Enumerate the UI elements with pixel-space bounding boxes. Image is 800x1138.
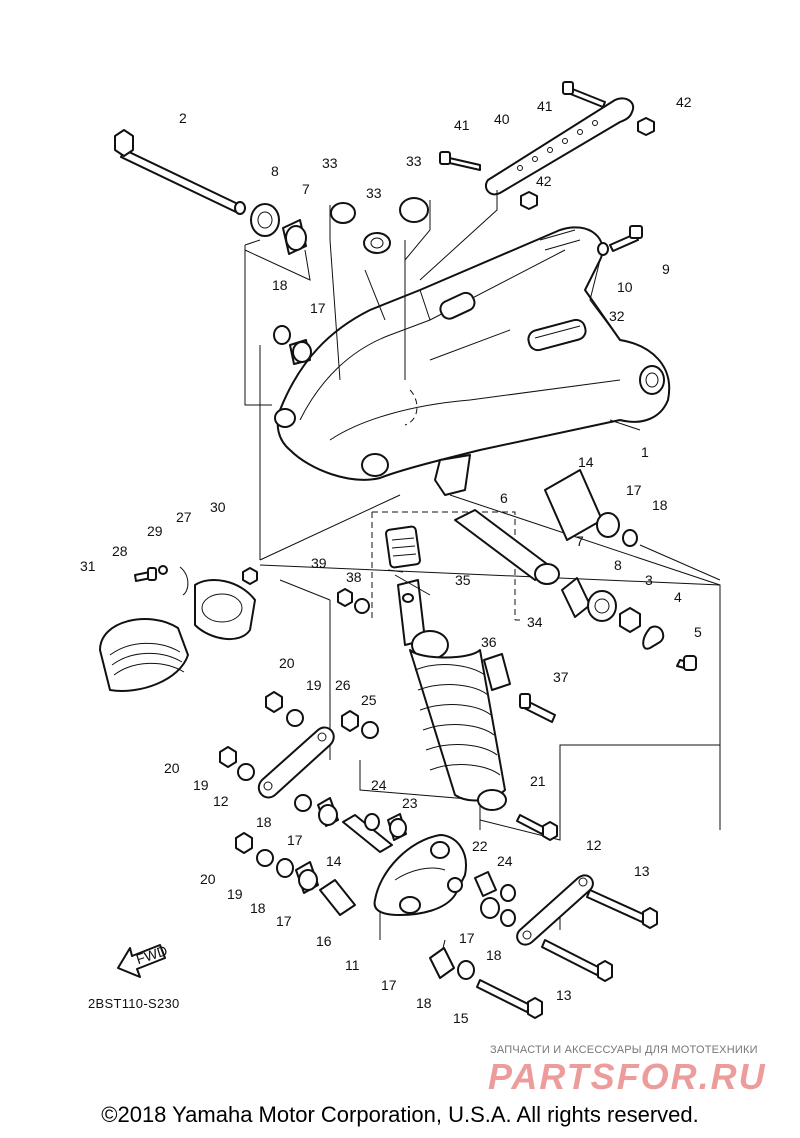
damper-collar	[483, 653, 556, 723]
callout-12: 12	[213, 793, 229, 809]
callout-11: 11	[345, 957, 360, 973]
callout-41: 41	[454, 117, 470, 133]
callout-9: 9	[662, 261, 670, 277]
callout-23: 23	[402, 795, 418, 811]
callout-20: 20	[164, 760, 180, 776]
relay-arm	[373, 834, 467, 916]
callout-2: 2	[179, 110, 187, 126]
callout-33: 33	[406, 153, 422, 169]
shock-top-hardware	[337, 588, 379, 739]
callout-17: 17	[276, 913, 292, 929]
callout-1: 1	[641, 444, 649, 460]
callout-41: 41	[537, 98, 553, 114]
callout-42: 42	[536, 173, 552, 189]
callout-22: 22	[472, 838, 488, 854]
watermark-brand: PARTSFOR.RU	[488, 1056, 767, 1097]
callout-13: 13	[556, 987, 572, 1003]
callout-17: 17	[459, 930, 475, 946]
callout-38: 38	[346, 569, 362, 585]
callout-21: 21	[530, 773, 546, 789]
callout-18: 18	[272, 277, 288, 293]
relay-bushings	[364, 813, 516, 980]
callout-20: 20	[279, 655, 295, 671]
callout-39: 39	[311, 555, 327, 571]
callout-29: 29	[147, 523, 163, 539]
callout-31: 31	[80, 558, 96, 574]
callout-33: 33	[366, 185, 382, 201]
callout-33: 33	[322, 155, 338, 171]
callout-8: 8	[271, 163, 279, 179]
rear-bolt	[597, 225, 643, 256]
callout-42: 42	[676, 94, 692, 110]
callout-32: 32	[609, 308, 625, 324]
callout-4: 4	[674, 589, 682, 605]
callout-12: 12	[586, 837, 602, 853]
callout-19: 19	[193, 777, 209, 793]
callout-17: 17	[381, 977, 397, 993]
callout-18: 18	[416, 995, 432, 1011]
leader-lines	[244, 190, 721, 961]
callout-35: 35	[455, 572, 471, 588]
callout-13: 13	[634, 863, 650, 879]
forward-arrow-icon: FWD	[117, 942, 169, 978]
brace-bar	[439, 81, 655, 210]
cap-plugs	[330, 197, 429, 254]
rear-shock	[385, 525, 507, 811]
callout-14: 14	[326, 853, 342, 869]
callout-16: 16	[316, 933, 332, 949]
callout-18: 18	[250, 900, 266, 916]
callout-7: 7	[302, 181, 310, 197]
callout-24: 24	[371, 777, 387, 793]
callout-8: 8	[614, 557, 622, 573]
callout-26: 26	[335, 677, 351, 693]
watermark-tagline: ЗАПЧАСТИ И АКСЕССУАРЫ ДЛЯ МОТОТЕХНИКИ	[490, 1044, 758, 1056]
callout-17: 17	[287, 832, 303, 848]
callout-34: 34	[527, 614, 543, 630]
callout-40: 40	[494, 111, 510, 127]
callout-18: 18	[256, 814, 272, 830]
callout-28: 28	[112, 543, 128, 559]
callout-6: 6	[500, 490, 508, 506]
callout-18: 18	[486, 947, 502, 963]
diagram-code: 2BST110-S230	[88, 996, 180, 1011]
copyright-notice: ©2018 Yamaha Motor Corporation, U.S.A. A…	[101, 1102, 699, 1127]
mud-flap-assembly	[99, 565, 258, 692]
link-bolts	[476, 814, 658, 1019]
pivot-shaft	[114, 129, 246, 215]
callout-18: 18	[652, 497, 668, 513]
chain-slider	[527, 318, 587, 352]
callout-27: 27	[176, 509, 192, 525]
callout-5: 5	[694, 624, 702, 640]
callout-19: 19	[306, 677, 322, 693]
connecting-rods	[219, 691, 393, 916]
callout-24: 24	[497, 853, 513, 869]
callout-37: 37	[553, 669, 569, 685]
callout-20: 20	[200, 871, 216, 887]
callout-17: 17	[626, 482, 642, 498]
callout-17: 17	[310, 300, 326, 316]
relay-collars	[454, 469, 697, 671]
callout-30: 30	[210, 499, 226, 515]
swingarm	[274, 226, 671, 496]
callout-36: 36	[481, 634, 497, 650]
callout-labels: 2 8 7 33 33 33 41 40 41 42 42 9 10 18 17…	[80, 94, 702, 1026]
callout-10: 10	[617, 279, 633, 295]
pivot-bearings	[250, 203, 312, 365]
callout-19: 19	[227, 886, 243, 902]
callout-7: 7	[576, 533, 584, 549]
callout-25: 25	[361, 692, 377, 708]
callout-14: 14	[578, 454, 594, 470]
callout-3: 3	[645, 572, 653, 588]
callout-15: 15	[453, 1010, 469, 1026]
